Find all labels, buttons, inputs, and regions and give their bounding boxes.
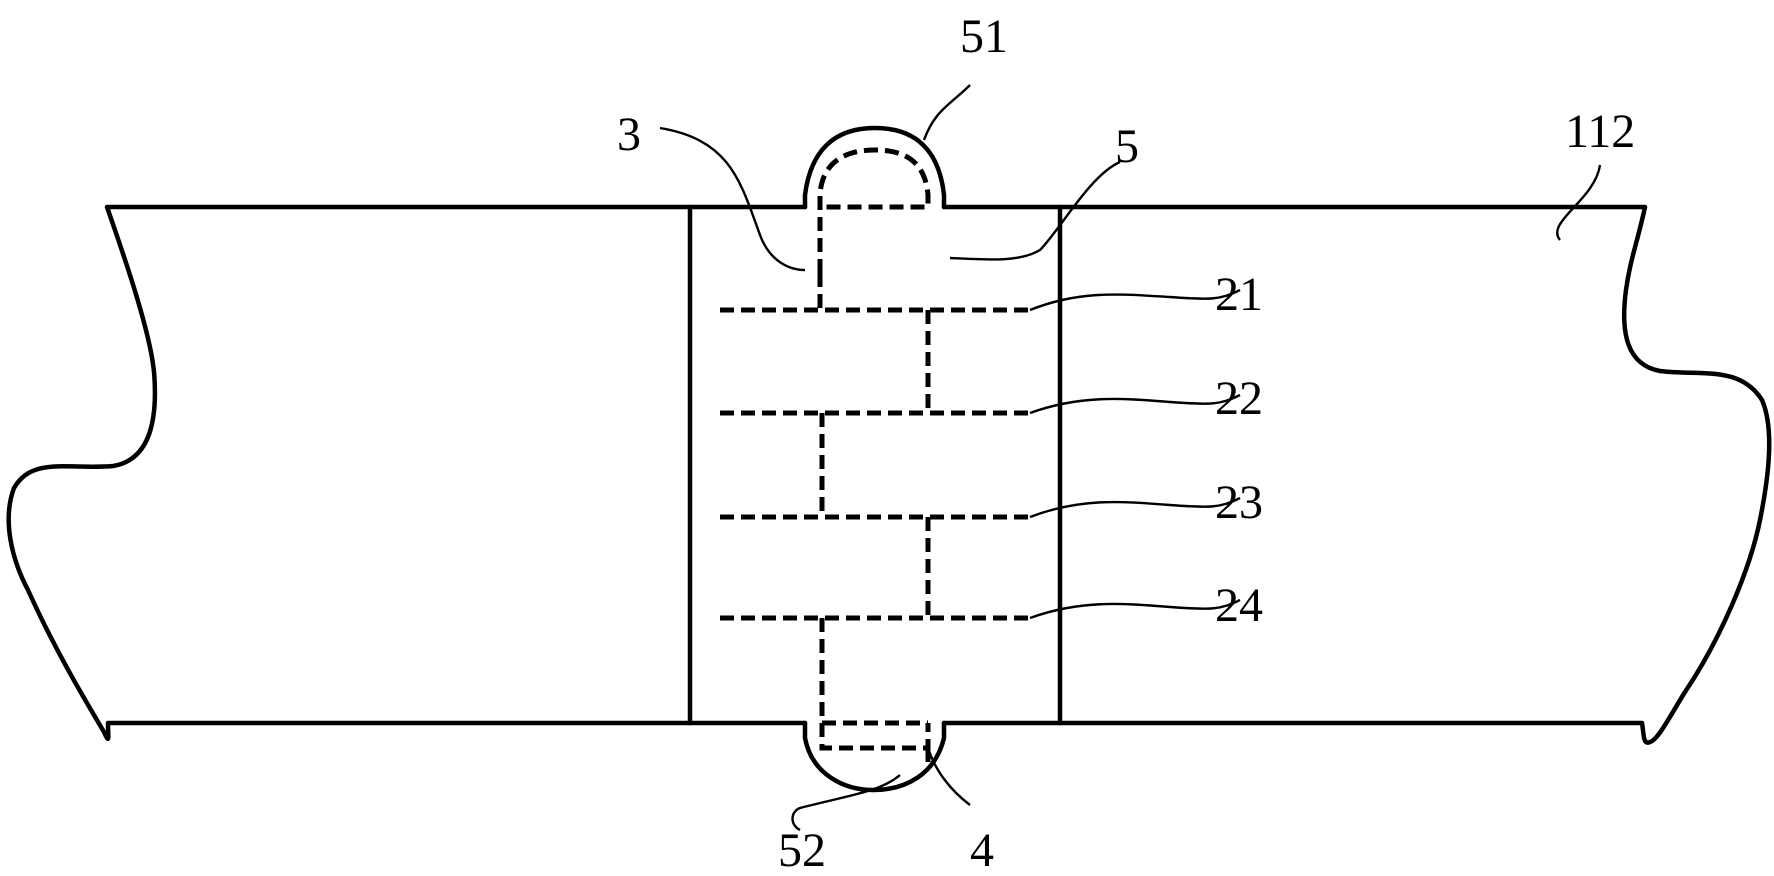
leader-21	[1029, 288, 1241, 312]
label-21: 21	[1215, 268, 1263, 321]
leader-112	[1556, 164, 1602, 241]
label-52: 52	[778, 824, 826, 876]
label-5: 5	[1115, 120, 1139, 173]
bottom-loop-52	[802, 720, 947, 793]
leader-22	[1029, 393, 1241, 415]
band-left-section	[6, 204, 693, 742]
leader-52	[791, 774, 901, 832]
label-112: 112	[1565, 105, 1635, 158]
leader-3	[659, 126, 806, 272]
label-3: 3	[617, 108, 641, 161]
connector-body-5	[687, 204, 1063, 726]
leader-23	[1029, 496, 1241, 519]
label-24: 24	[1215, 579, 1263, 632]
wire-4-dashed	[819, 618, 931, 762]
top-loop-51	[802, 125, 947, 210]
leader-24	[1029, 598, 1241, 620]
wire-21	[720, 273, 1030, 313]
leader-4	[926, 747, 971, 806]
label-22: 22	[1215, 372, 1263, 425]
band-right-section	[1057, 204, 1772, 745]
leader-5	[949, 160, 1121, 261]
label-23: 23	[1215, 476, 1263, 529]
leader-51	[922, 84, 971, 141]
wire-3-dashed	[817, 147, 931, 273]
label-4: 4	[970, 824, 994, 876]
label-51: 51	[960, 10, 1008, 63]
